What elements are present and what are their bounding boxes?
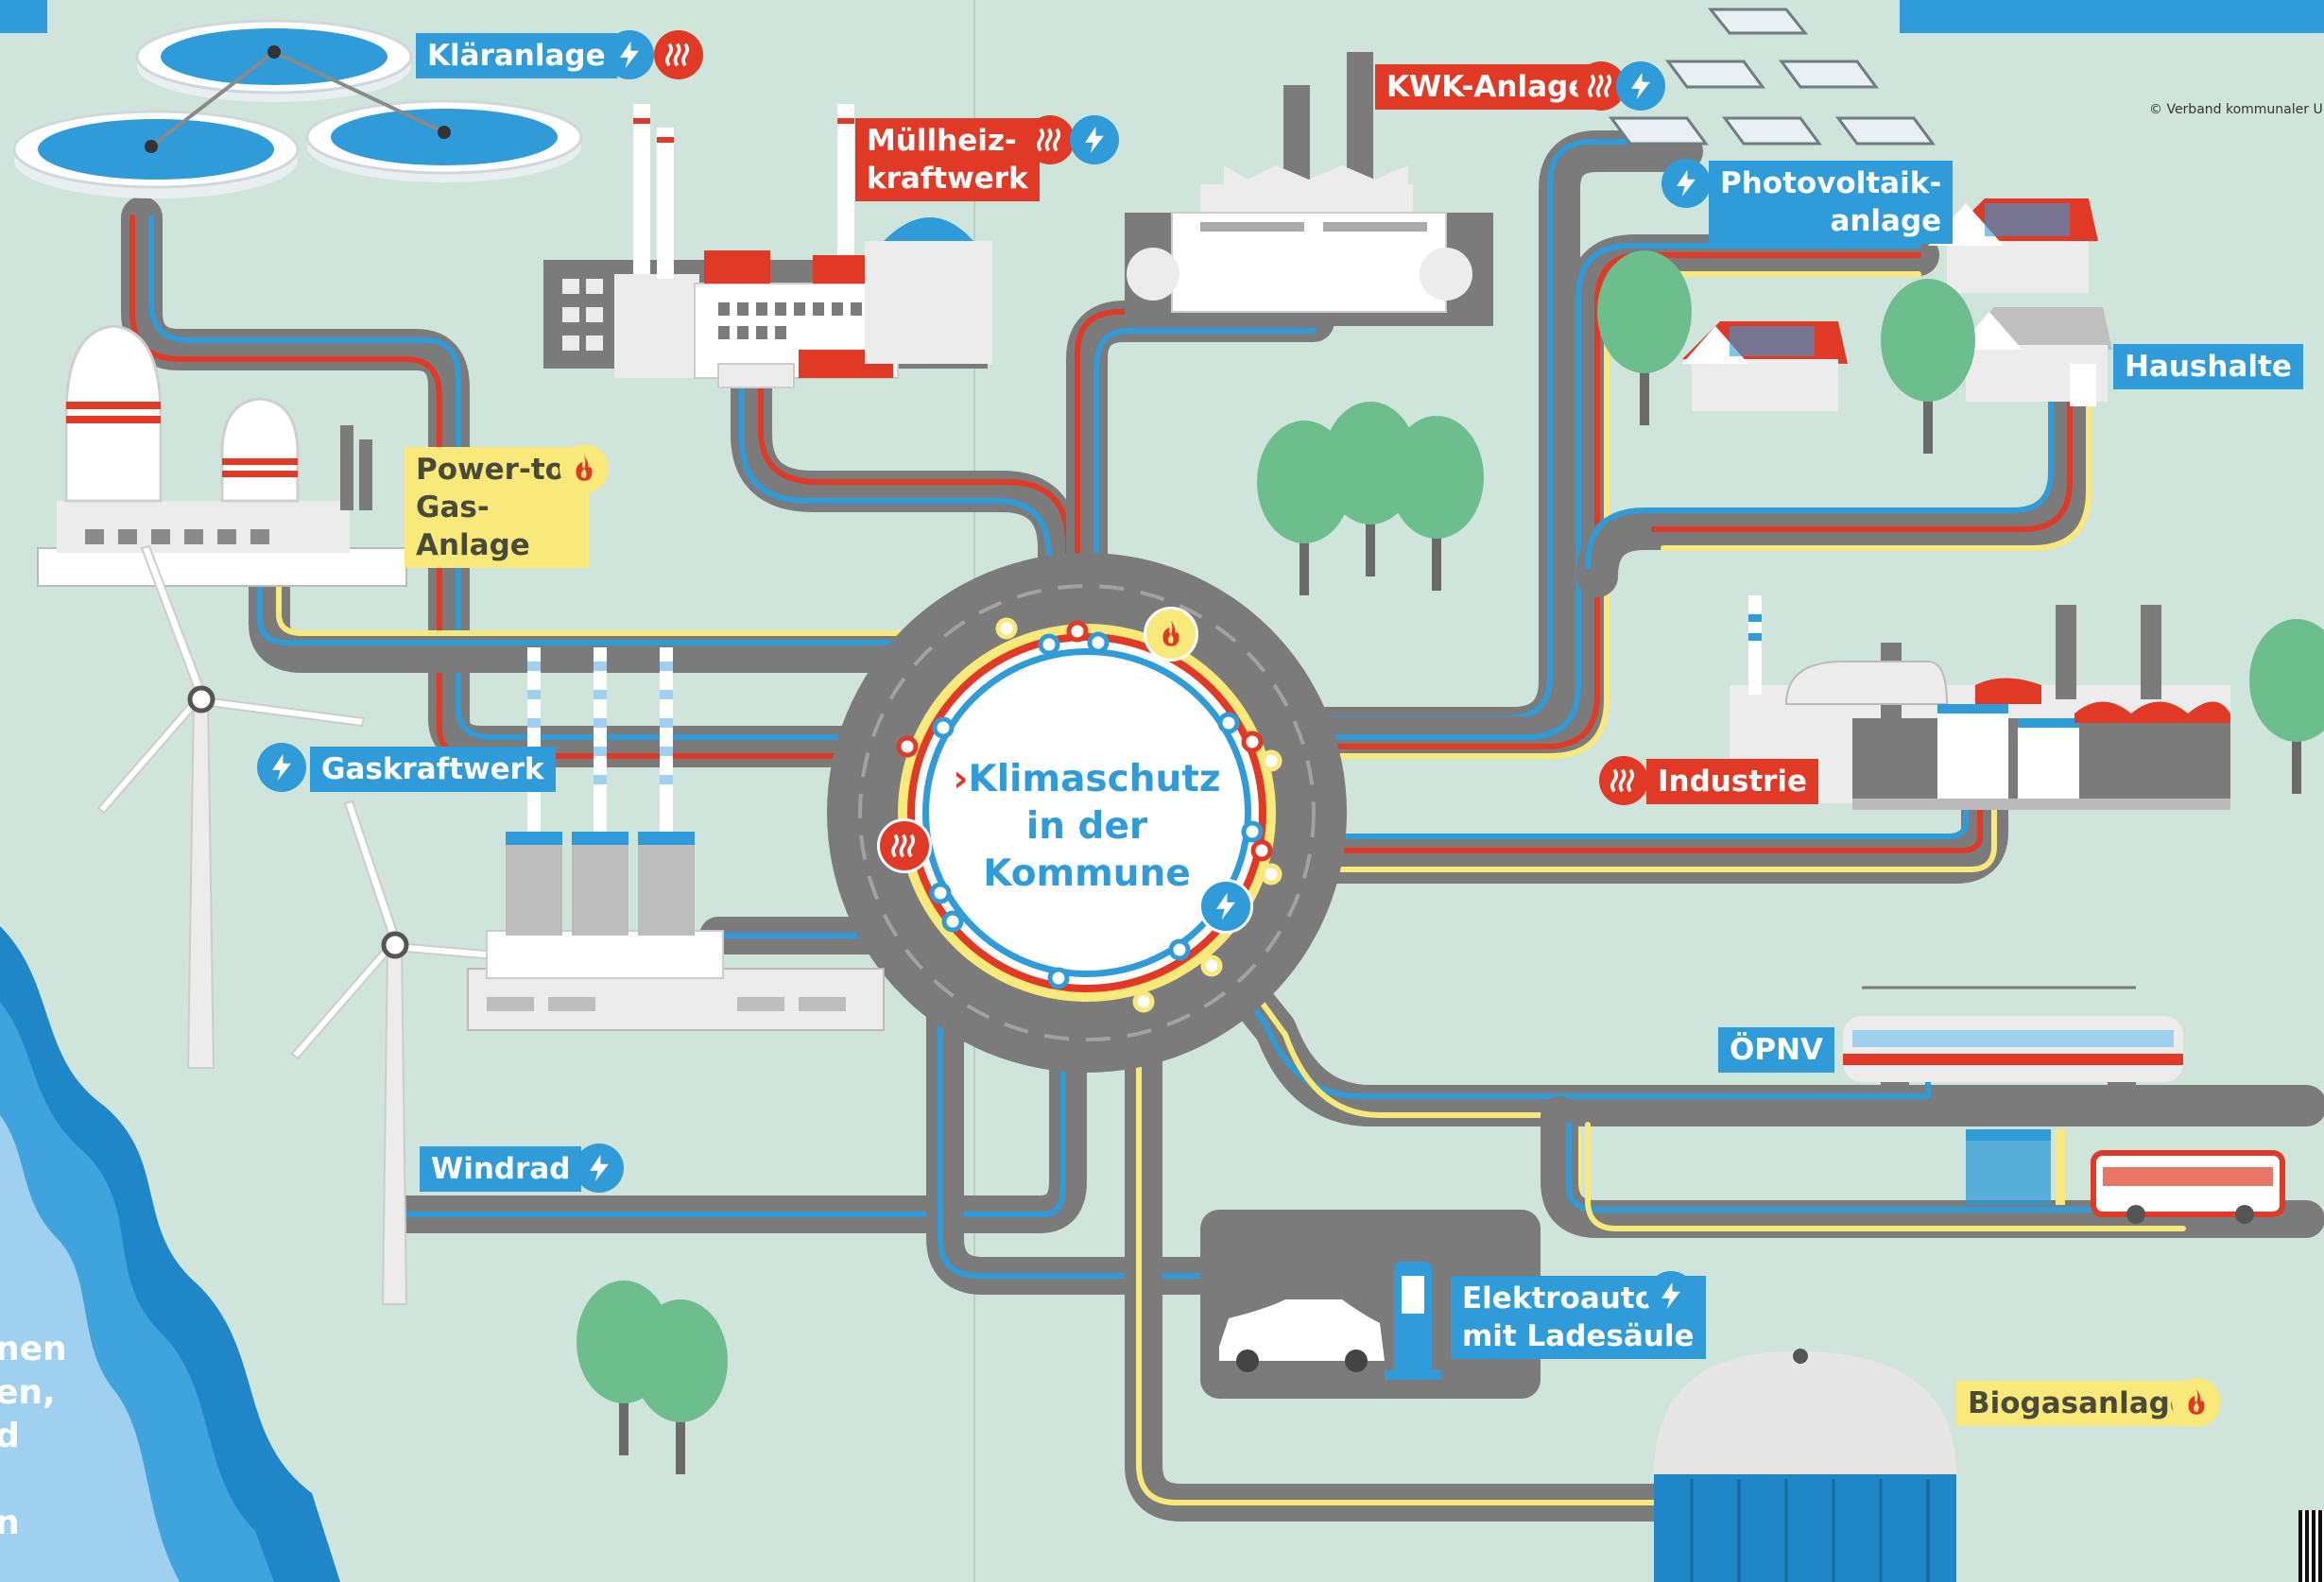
- label-ptg-line1: Power-to-: [416, 453, 577, 487]
- industrie-illustration: [1730, 595, 2230, 810]
- roundabout: [827, 553, 1347, 1073]
- gaskraftwerk-illustration: [467, 647, 885, 1031]
- label-ptg-line2: Gas-: [416, 490, 490, 524]
- lightning-icon: [1070, 115, 1119, 164]
- center-title-line1: Klimaschutz: [968, 758, 1221, 800]
- lightning-icon: [575, 1144, 624, 1193]
- label-elektroauto-line2: mit Ladesäule: [1462, 1319, 1695, 1353]
- pipelines: [121, 130, 2324, 1522]
- corner-bar-right: [1900, 0, 2324, 33]
- heat-waves-icon: [1599, 756, 1648, 805]
- label-industrie: Industrie: [1646, 759, 1819, 804]
- label-photovoltaik-line2: anlage: [1830, 204, 1942, 238]
- label-ptg-line3: Anlage: [416, 528, 530, 562]
- center-title: ›Klimaschutz in der Kommune: [936, 756, 1238, 898]
- sea-text-line2: en,: [0, 1373, 56, 1412]
- heat-waves-icon: [1025, 115, 1075, 164]
- label-muellheiz-line1: Müllheiz-: [867, 124, 1017, 158]
- lightning-icon: [1616, 61, 1665, 111]
- lightning-icon: [1198, 879, 1253, 934]
- biogas-illustration: [1654, 1349, 1956, 1582]
- sea-text: nen en, d n: [0, 1328, 67, 1545]
- sea: [0, 926, 340, 1582]
- label-photovoltaikanlage: Photovoltaik- anlage: [1709, 161, 1954, 244]
- photovoltaik-illustration: [1609, 8, 1936, 146]
- copyright-notice: © Verband kommunaler Unterne: [2149, 102, 2324, 117]
- label-oepnv: ÖPNV: [1718, 1027, 1835, 1073]
- muellheizkraftwerk-illustration: [543, 104, 992, 388]
- sea-text-line4: [0, 1458, 67, 1502]
- sea-text-line3: d: [0, 1417, 20, 1455]
- label-klaeranlage: Kläranlage: [416, 33, 617, 78]
- label-windrad: Windrad: [420, 1146, 582, 1192]
- lightning-icon: [1646, 1271, 1696, 1320]
- lightning-icon: [257, 743, 306, 792]
- label-photovoltaik-line1: Photovoltaik-: [1720, 166, 1942, 200]
- flame-icon: [2172, 1378, 2221, 1427]
- qr-code: [2298, 1510, 2324, 1582]
- label-power-to-gas: Power-to- Gas- Anlage: [405, 447, 589, 568]
- flame-icon: [559, 444, 609, 493]
- klaeranlage-illustration: [12, 19, 583, 198]
- label-gaskraftwerk: Gaskraftwerk: [310, 747, 556, 792]
- sea-text-line5: n: [0, 1504, 20, 1542]
- kwk-anlage-illustration: [1125, 52, 1493, 326]
- corner-bar-left: [0, 0, 47, 33]
- label-elektroauto-line1: Elektroauto: [1462, 1281, 1655, 1315]
- heat-waves-icon: [877, 818, 932, 873]
- power-to-gas-illustration: [37, 324, 407, 587]
- label-kwk-anlage: KWK-Anlage: [1375, 64, 1600, 110]
- label-muellheizkraftwerk: Müllheiz- kraftwerk: [855, 118, 1040, 201]
- flame-icon: [1144, 607, 1198, 662]
- sea-text-line1: nen: [0, 1330, 67, 1368]
- oepnv-illustration: [1843, 986, 2285, 1224]
- label-muellheiz-line2: kraftwerk: [867, 162, 1028, 196]
- lightning-icon: [605, 30, 654, 79]
- chevron-right-icon: ›: [953, 758, 969, 800]
- heat-waves-icon: [654, 30, 703, 79]
- center-title-line2: in der: [1025, 805, 1148, 848]
- label-biogasanlage: Biogasanlage: [1956, 1381, 2201, 1426]
- center-title-line3: Kommune: [983, 852, 1191, 895]
- label-haushalte: Haushalte: [2113, 344, 2303, 389]
- lightning-icon: [1661, 159, 1711, 208]
